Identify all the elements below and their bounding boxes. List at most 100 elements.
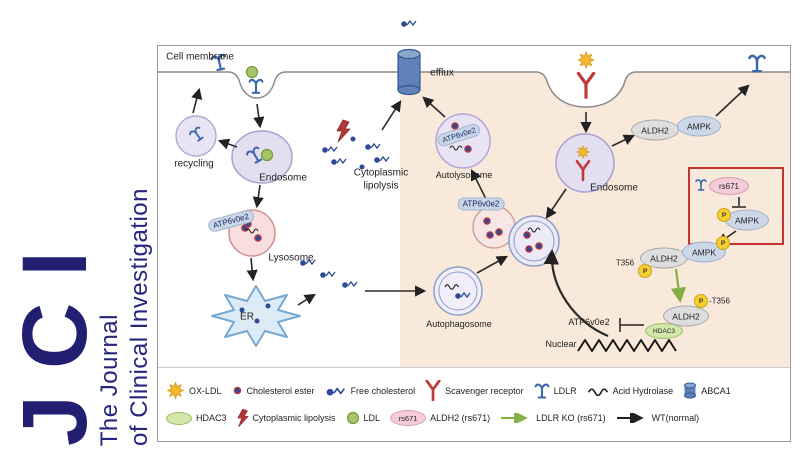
arrow-recycling-to-membrane xyxy=(191,87,203,114)
recycling-label: recycling xyxy=(174,158,214,170)
legend-label: Free cholesterol xyxy=(350,385,416,396)
free-cholesterol-icon xyxy=(400,20,417,28)
atp6v0e2-nuclear-label: ATP6v0e2 xyxy=(568,317,610,327)
ox-ldl-icon xyxy=(166,381,185,400)
autolysosome-label: Autolysosome xyxy=(435,170,493,180)
free-cholesterol-icon xyxy=(373,156,390,164)
efflux-label: efflux xyxy=(430,67,454,79)
legend-item-cytoplasmic-lipolysis: Cytoplasmic lipolysis xyxy=(236,409,336,427)
free-cholesterol-icon xyxy=(321,146,338,154)
cholesterol-ester-icon xyxy=(464,145,472,153)
cytoplasmic-lipolysis-icon xyxy=(236,409,249,427)
lysosome-label: Lysosome xyxy=(268,252,314,264)
legend-item-acid-hydrolase: Acid Hydrolase xyxy=(587,386,673,396)
ampk-mid-oval: AMPK xyxy=(682,241,726,263)
autophagosome-inner-membrane xyxy=(438,271,478,311)
cholesterol-ester-icon xyxy=(486,231,494,239)
autophagosome-shape xyxy=(433,266,483,316)
aldh2-top-oval: ALDH2 xyxy=(631,119,679,141)
ldlr-icon xyxy=(534,383,550,399)
arrow-autophagosome-to-fusing xyxy=(476,255,508,274)
phospho-badge: P xyxy=(694,294,708,308)
acid-hydrolase-icon xyxy=(587,387,608,396)
legend-label: HDAC3 xyxy=(196,413,227,423)
autophagosome-label: Autophagosome xyxy=(426,319,492,329)
arrow-endocytosis-left xyxy=(253,103,265,129)
cholesterol-icon xyxy=(265,303,271,309)
legend-item-ldl: LDL xyxy=(346,411,381,425)
cholesterol-ester-icon xyxy=(233,386,241,395)
aldh2-nuclear-oval: ALDH2 xyxy=(663,305,709,327)
legend-label: ABCA1 xyxy=(701,385,731,396)
phospho-badge: P xyxy=(638,264,652,278)
ampk-top-oval: AMPK xyxy=(677,115,721,137)
cholesterol-ester-icon xyxy=(525,245,533,253)
free-cholesterol-icon xyxy=(330,158,347,166)
ldl-particle xyxy=(260,148,274,162)
legend-item-scavenger-receptor: Scavenger receptor xyxy=(425,380,524,401)
ldl-icon xyxy=(346,411,359,425)
legend-row-1: OX-LDL Cholesterol ester Free cholestero… xyxy=(166,380,782,401)
legend-item-ldlr: LDLR xyxy=(534,381,577,400)
hdac3-icon xyxy=(166,411,192,425)
abca1-transporter xyxy=(397,48,421,96)
arrow-endosome-to-lysosome xyxy=(252,184,264,209)
cholesterol-icon xyxy=(254,318,260,324)
rs671-inhibition-box xyxy=(688,167,784,245)
hdac3-oval: HDAC3 xyxy=(645,323,683,339)
free-cholesterol-icon xyxy=(341,281,358,289)
scavenger-receptor-icon xyxy=(425,380,441,401)
rs671-oval: rs671 xyxy=(709,177,749,195)
legend-item-ldlr-ko-arrow: LDLR KO (rs671) xyxy=(500,413,606,423)
ox-ldl-icon xyxy=(576,145,590,159)
legend-item-abca1: ABCA1 xyxy=(683,382,731,400)
legend-label: WT(normal) xyxy=(651,413,700,423)
ldl-particle xyxy=(245,65,259,79)
extracellular-space xyxy=(158,46,790,107)
legend-item-aldh2-rs671: rs671 ALDH2 (rs671) xyxy=(390,410,490,426)
dna-zigzag xyxy=(577,339,677,352)
legend-label: ALDH2 (rs671) xyxy=(430,413,491,423)
green-arrow-icon xyxy=(501,413,528,423)
er-label: ER xyxy=(240,311,254,323)
cytoplasmic-lipolysis-label: Cytoplasmic lipolysis xyxy=(353,167,409,192)
legend-item-ox-ldl: OX-LDL xyxy=(166,381,222,400)
arrow-er-to-cholesterol xyxy=(297,293,316,306)
er-shape xyxy=(211,285,301,347)
phospho-badge: P xyxy=(716,236,730,250)
cholesterol-ester-icon xyxy=(495,228,503,236)
rs671-icon: rs671 xyxy=(390,410,427,426)
green-arrow-complex-to-nucleus xyxy=(670,268,687,304)
tbar-hdac3-atp6v0e2 xyxy=(619,318,644,332)
endosome-right-label: Endosome xyxy=(590,182,638,194)
inhibition-bars xyxy=(619,197,746,332)
abca1-icon xyxy=(684,382,697,398)
legend-label: LDLR xyxy=(553,385,577,396)
legend-label: LDLR KO (rs671) xyxy=(536,413,606,423)
free-cholesterol-icon xyxy=(364,143,381,151)
t356-label: T356 xyxy=(615,258,635,268)
cholesterol-ester-icon xyxy=(254,234,262,242)
cholesterol-ester-icon xyxy=(523,231,531,239)
legend-label: Cholesterol ester xyxy=(246,385,315,396)
tbar-rs671-ampk xyxy=(732,197,746,208)
legend-label: OX-LDL xyxy=(189,385,222,396)
arrow-lysosome-to-er xyxy=(246,257,258,282)
legend-item-hdac3: HDAC3 xyxy=(166,411,227,425)
legend-row-2: HDAC3 Cytoplasmic lipolysis LDL rs671 AL… xyxy=(166,409,782,427)
figure-legend: OX-LDL Cholesterol ester Free cholestero… xyxy=(158,369,790,440)
endosome-left-label: Endosome xyxy=(259,172,307,184)
free-cholesterol-icon xyxy=(325,387,345,396)
cholesterol-icon xyxy=(350,136,356,142)
arrow-endosome-to-recycling xyxy=(217,138,238,150)
nuclear-label: Nuclear xyxy=(545,339,577,349)
legend-label: LDL xyxy=(363,413,381,423)
arrow-nuclear-to-vesicles xyxy=(543,248,609,338)
phospho-badge: P xyxy=(717,208,731,222)
black-arrow-icon xyxy=(616,413,644,423)
p-t356-label: -T356 xyxy=(709,296,730,306)
ampk-box-oval: AMPK xyxy=(725,209,769,231)
cholesterol-ester-icon xyxy=(483,217,491,225)
arrow-ampk-to-ldlr xyxy=(715,84,750,117)
